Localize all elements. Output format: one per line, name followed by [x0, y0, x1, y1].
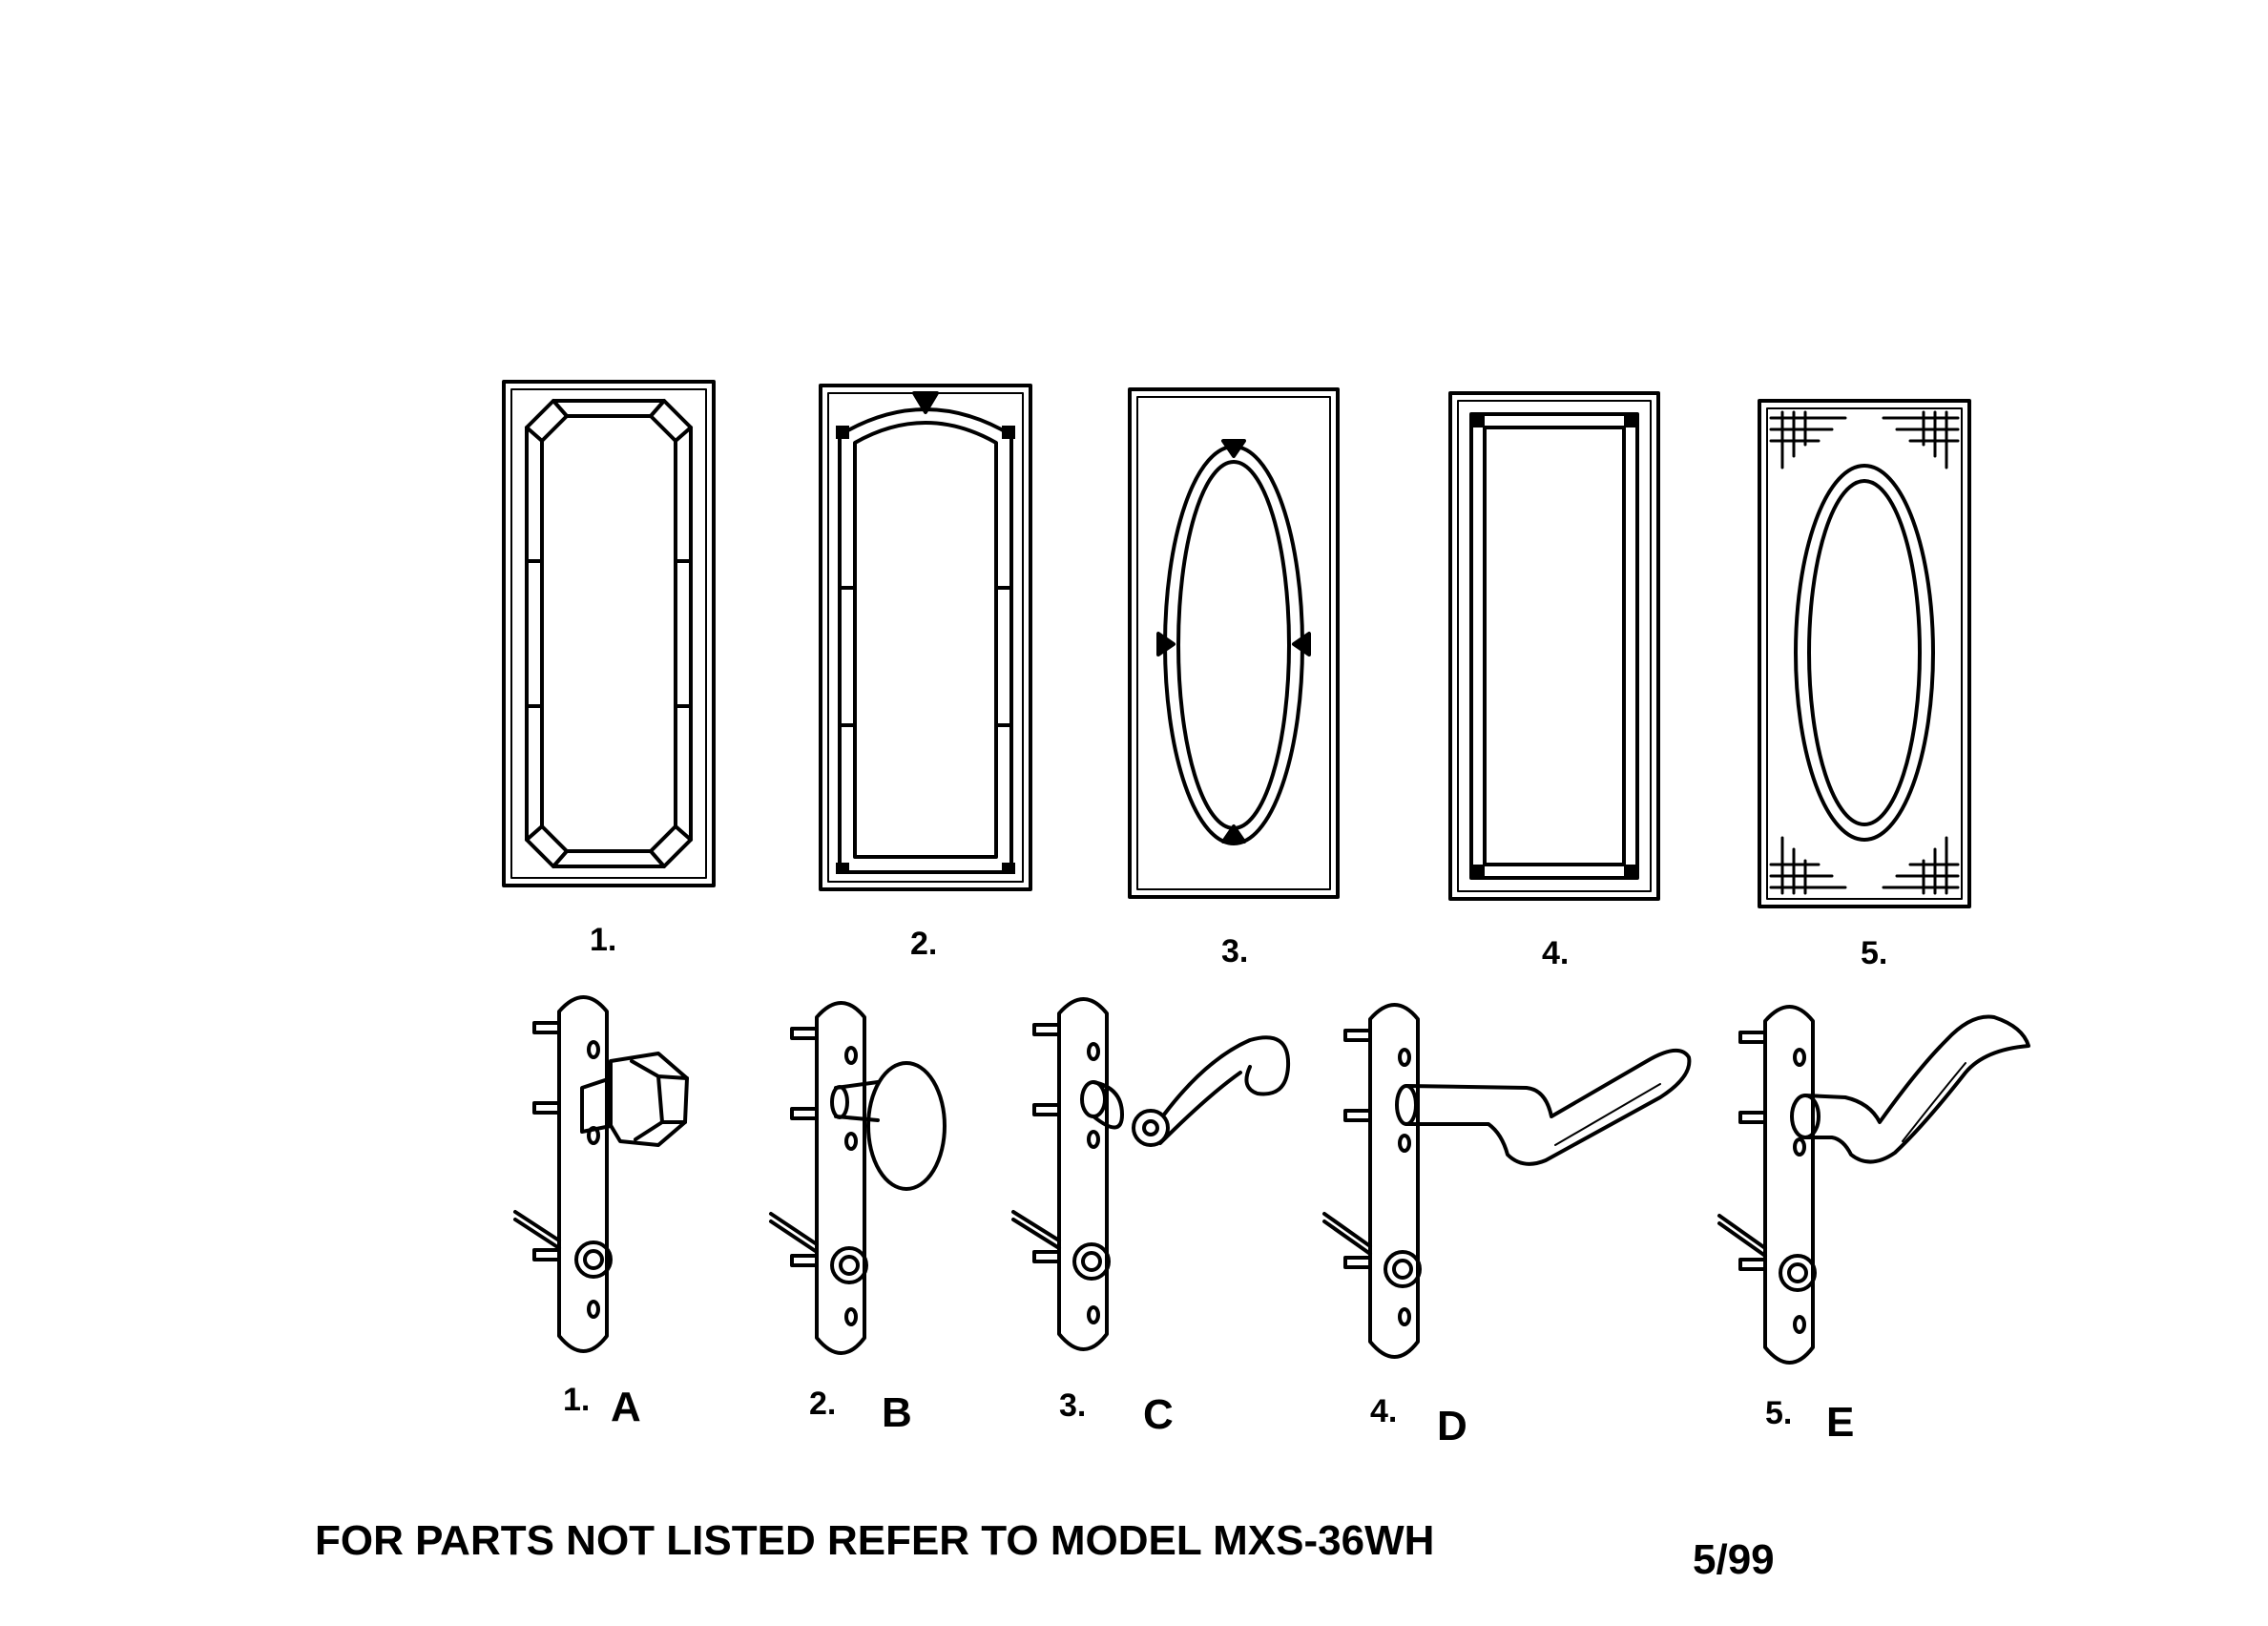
handle-3-letter: C — [1143, 1391, 1174, 1438]
panel-5-number: 5. — [1861, 935, 1888, 971]
panel-1-number: 1. — [590, 922, 617, 958]
panel-2-number: 2. — [910, 926, 938, 962]
handle-5-letter: E — [1826, 1399, 1855, 1446]
footer-date: 5/99 — [1693, 1536, 1775, 1583]
handle-3-scroll-lever — [1011, 997, 1291, 1351]
glass-panel-4 — [1448, 391, 1660, 901]
footer-note: FOR PARTS NOT LISTED REFER TO MODEL MXS-… — [315, 1517, 1435, 1564]
handle-5-number: 5. — [1765, 1395, 1793, 1431]
panel-3-number: 3. — [1221, 933, 1249, 969]
glass-panel-3 — [1128, 387, 1340, 899]
glass-panel-5 — [1758, 399, 1971, 908]
handle-1-letter: A — [611, 1384, 641, 1430]
panel-4-number: 4. — [1542, 935, 1570, 971]
handle-5-curved-lever — [1717, 1005, 2030, 1365]
glass-panel-2 — [819, 384, 1032, 891]
handle-1-number: 1. — [563, 1382, 591, 1418]
handle-3-number: 3. — [1059, 1387, 1087, 1424]
handle-2-oval-knob — [769, 1001, 947, 1355]
handle-2-number: 2. — [809, 1386, 837, 1422]
handle-4-number: 4. — [1370, 1393, 1398, 1429]
glass-panel-1 — [502, 380, 716, 887]
handle-2-letter: B — [882, 1389, 912, 1436]
handle-4-straight-lever — [1322, 1003, 1692, 1359]
handle-1-octagonal-knob — [513, 995, 689, 1353]
handle-4-letter: D — [1437, 1403, 1467, 1449]
